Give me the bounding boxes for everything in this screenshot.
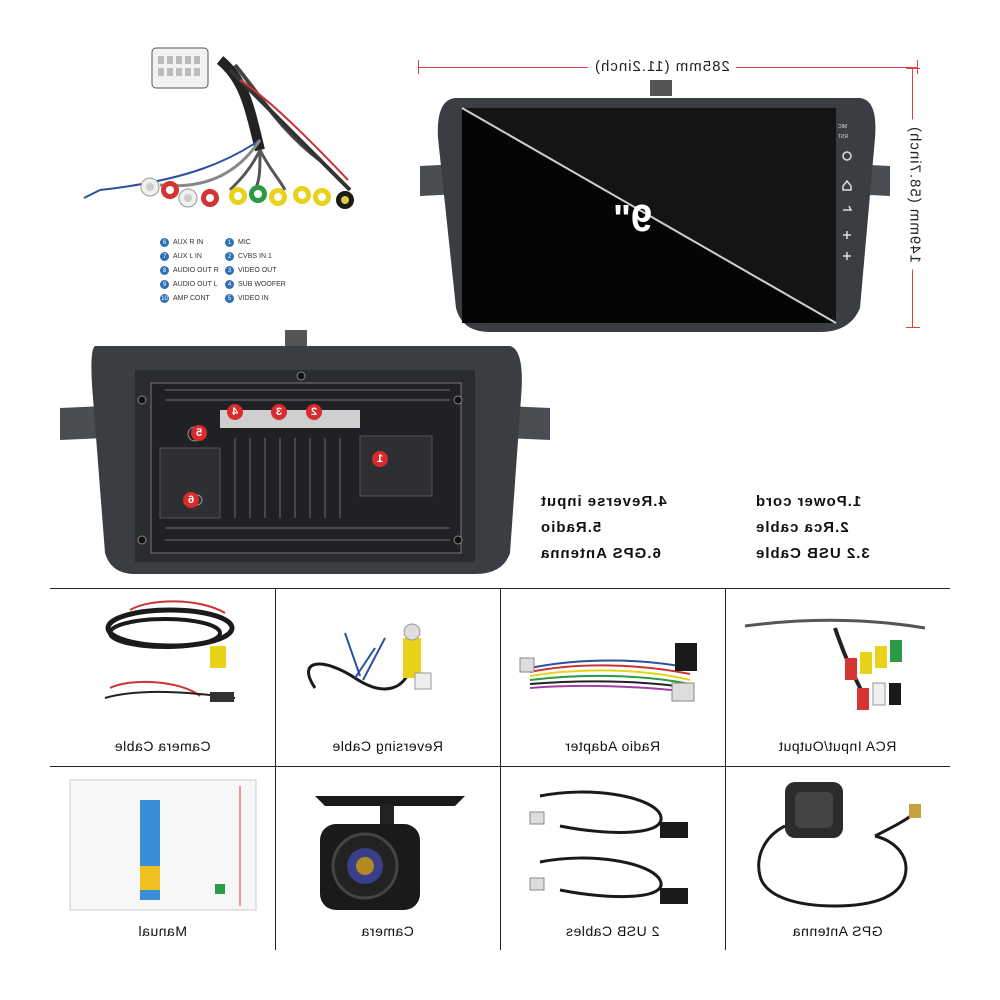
port-power-cord: 1.Power cord <box>755 493 862 510</box>
accessory-manual: Manual <box>50 766 275 950</box>
port-usb-cable: 3.2 USB Cable <box>755 545 870 562</box>
accessory-camera: Camera <box>275 766 500 950</box>
height-dimension: 149mm (58.7inch) <box>900 68 930 328</box>
port-gps-antenna: 6.GPS Antenna <box>540 545 661 562</box>
width-tick-left <box>418 60 419 74</box>
caption-camera-cable: Camera Cable <box>114 738 211 754</box>
port-badge-5: 5 <box>191 425 207 441</box>
accessory-rca-input-output: RCA Input/Output <box>725 588 950 766</box>
reversing-cable-icon <box>307 623 432 691</box>
camera-icon <box>315 796 465 910</box>
head-unit-front: 9" MIC RST <box>420 78 890 338</box>
port-badge-4: 4 <box>227 404 243 420</box>
caption-camera: Camera <box>361 923 414 939</box>
caption-rca-input-output: RCA Input/Output <box>778 738 897 754</box>
head-unit-back: 1 2 3 4 5 6 <box>55 328 555 578</box>
radio-adapter-icon <box>519 643 697 702</box>
caption-reversing-cable: Reversing Cable <box>332 738 443 754</box>
caption-gps-antenna: GPS Antenna <box>792 923 883 939</box>
accessory-usb-cables: 2 USB Cables <box>500 766 725 950</box>
mic-label: MIC <box>838 124 848 130</box>
accessory-camera-cable: Camera Cable <box>50 588 275 766</box>
port-list-right: 1.Power cord 2.Rca cable 3.2 USB Cable <box>755 493 870 562</box>
accessories-grid: Camera Cable Reversing Cable Radio A <box>50 588 950 950</box>
camera-cable-icon <box>104 600 236 702</box>
width-dimension: 285mm (11.2inch) <box>418 58 918 75</box>
port-badge-6: 6 <box>183 492 199 508</box>
port-radio: 5.Radio <box>540 519 602 536</box>
height-tick-top <box>906 68 920 69</box>
port-badge-1: 1 <box>372 451 388 467</box>
accessory-radio-adapter: Radio Adapter <box>500 588 725 766</box>
head-unit-front-image <box>420 80 890 332</box>
caption-usb-cables: 2 USB Cables <box>565 923 660 939</box>
port-list-left: 4.Reverse input 5.Radio 6.GPS Antenna <box>540 493 667 562</box>
width-label: 285mm (11.2inch) <box>588 58 736 75</box>
port-badge-3: 3 <box>271 404 287 420</box>
height-label: 149mm (58.7inch) <box>906 119 924 270</box>
port-rca-cable: 2.Rca cable <box>755 519 849 536</box>
screen-size-label: 9" <box>613 198 653 240</box>
caption-manual: Manual <box>138 923 187 939</box>
width-tick-right <box>917 60 918 74</box>
grid-line-v3 <box>725 588 726 950</box>
port-reverse-input: 4.Reverse input <box>540 493 667 510</box>
harness-wires-image <box>83 47 354 209</box>
head-unit-back-image <box>60 330 550 574</box>
height-tick-bottom <box>906 327 920 328</box>
accessory-gps-antenna: GPS Antenna <box>725 766 950 950</box>
rca-cable-icon <box>744 618 926 710</box>
rst-label: RST <box>838 134 848 140</box>
grid-line-v1 <box>275 588 276 950</box>
caption-radio-adapter: Radio Adapter <box>564 738 661 754</box>
manual-icon <box>69 779 257 911</box>
port-badge-2: 2 <box>306 404 322 420</box>
accessory-reversing-cable: Reversing Cable <box>275 588 500 766</box>
gps-antenna-icon <box>757 782 921 908</box>
grid-line-v2 <box>500 588 501 950</box>
usb-cable-icon <box>529 790 688 904</box>
